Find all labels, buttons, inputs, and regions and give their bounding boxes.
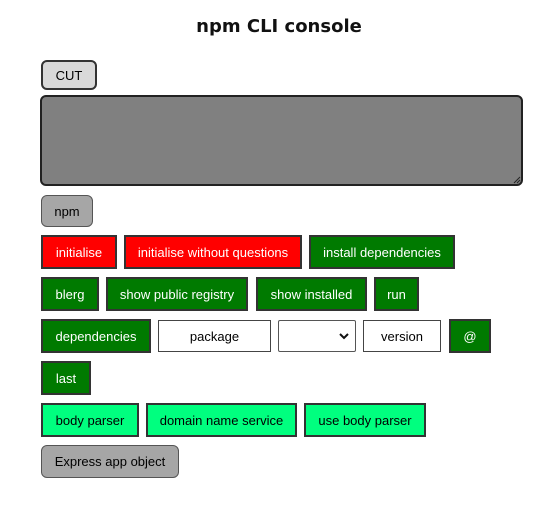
chevron-down-icon (339, 332, 349, 339)
last-button[interactable]: last (41, 361, 91, 395)
show-public-registry-button[interactable]: show public registry (106, 277, 248, 311)
npm-button[interactable]: npm (41, 195, 93, 227)
at-button[interactable]: @ (449, 319, 491, 353)
initialise-without-questions-button[interactable]: initialise without questions (124, 235, 302, 269)
version-selector[interactable] (278, 320, 356, 352)
cut-button[interactable]: CUT (41, 60, 97, 90)
run-button[interactable]: run (374, 277, 419, 311)
dependencies-button[interactable]: dependencies (41, 319, 151, 353)
domain-name-service-button[interactable]: domain name service (146, 403, 297, 437)
package-input[interactable] (158, 320, 271, 352)
body-parser-button[interactable]: body parser (41, 403, 139, 437)
use-body-parser-button[interactable]: use body parser (304, 403, 426, 437)
version-input[interactable] (363, 320, 441, 352)
install-dependencies-button[interactable]: install dependencies (309, 235, 455, 269)
show-installed-button[interactable]: show installed (256, 277, 367, 311)
page-title: npm CLI console (196, 16, 362, 37)
console-output[interactable] (40, 95, 523, 186)
blerg-button[interactable]: blerg (41, 277, 99, 311)
express-app-object-button[interactable]: Express app object (41, 445, 179, 478)
initialise-button[interactable]: initialise (41, 235, 117, 269)
